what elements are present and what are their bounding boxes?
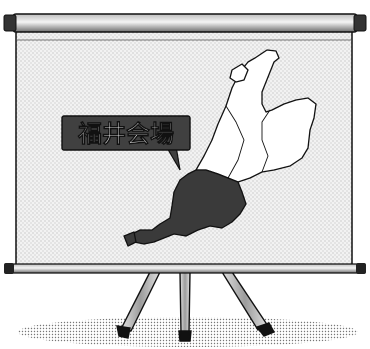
map-region-north	[195, 49, 317, 183]
bottom-bar	[4, 263, 366, 274]
location-label: 福井会場	[61, 115, 191, 171]
tripod-stand	[116, 271, 275, 342]
prefecture-map	[123, 49, 317, 247]
label-text: 福井会場	[77, 120, 174, 148]
top-roller	[3, 13, 367, 33]
map-region-fukui	[131, 169, 247, 245]
label-box	[61, 115, 191, 151]
tripod-leg-center	[179, 271, 191, 334]
